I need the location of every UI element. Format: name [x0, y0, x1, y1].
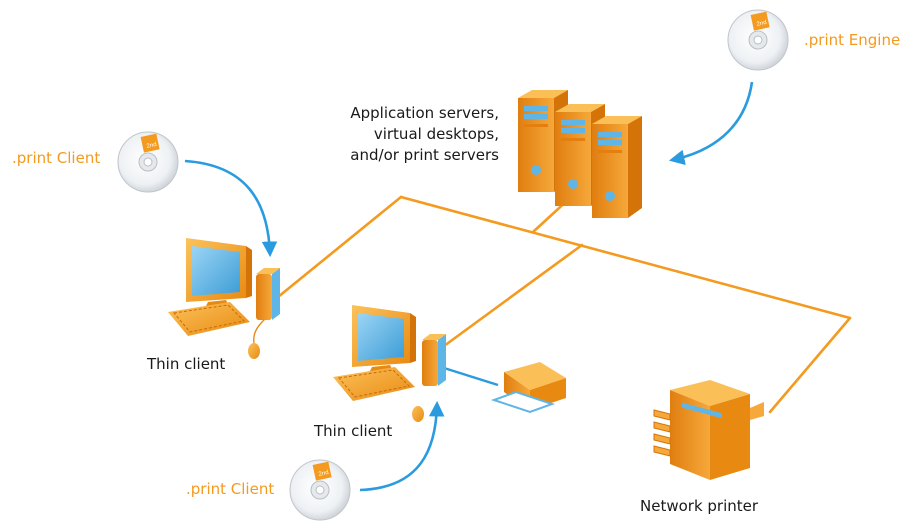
- arrow-client-to-thin-client-2: [359, 400, 445, 492]
- disc-badge-text: 2nd: [146, 142, 157, 150]
- arrow-engine-to-servers: [668, 81, 754, 166]
- servers-label-line-3: and/or print servers: [350, 146, 499, 164]
- desktop-computer-icon: [352, 305, 416, 375]
- network-line-thin-client-1: [276, 195, 403, 299]
- print-engine-label: .print Engine: [804, 31, 901, 49]
- mouse-cable: [253, 315, 269, 344]
- install-arrows: [184, 81, 754, 492]
- servers-label-line-2: virtual desktops,: [373, 125, 499, 143]
- server-group: [518, 90, 642, 218]
- thin-client-box-icon: [422, 334, 446, 386]
- mouse-icon: [412, 406, 424, 422]
- mouse-icon: [248, 343, 260, 359]
- cd-disc-icon: 2nd: [727, 9, 789, 71]
- disc-badge-text: 2nd: [756, 20, 767, 28]
- network-printer-icon: [653, 380, 764, 480]
- keyboard-icon: [333, 367, 415, 401]
- thin-client-1: [168, 238, 280, 359]
- inkjet-printer-icon: [490, 362, 566, 414]
- print-client-label-bottom: .print Client: [186, 480, 275, 498]
- thin-client-2: [333, 305, 446, 422]
- servers-label-line-1: Application servers,: [350, 104, 499, 122]
- network-line-network-printer: [768, 316, 852, 414]
- network-lines: [276, 195, 852, 414]
- servers-label: Application servers, virtual desktops, a…: [350, 103, 499, 166]
- disc-badge-text: 2nd: [318, 470, 329, 478]
- arrow-client-to-thin-client-1: [184, 159, 278, 258]
- thin-client-1-label: Thin client: [147, 355, 226, 373]
- print-client-label-top: .print Client: [12, 149, 101, 167]
- keyboard-icon: [168, 302, 250, 336]
- network-line-thin-client-2: [442, 243, 584, 348]
- cd-disc-icon: 2nd: [117, 131, 179, 193]
- thin-client-box-icon: [256, 268, 280, 320]
- cd-disc-icon: 2nd: [289, 459, 351, 521]
- usb-link-local-printer: [443, 366, 499, 387]
- server-tower-icon: [592, 116, 642, 218]
- network-line-backbone: [399, 195, 852, 320]
- thin-client-2-label: Thin client: [314, 422, 393, 440]
- network-printer-label: Network printer: [640, 497, 759, 515]
- desktop-computer-icon: [186, 238, 252, 310]
